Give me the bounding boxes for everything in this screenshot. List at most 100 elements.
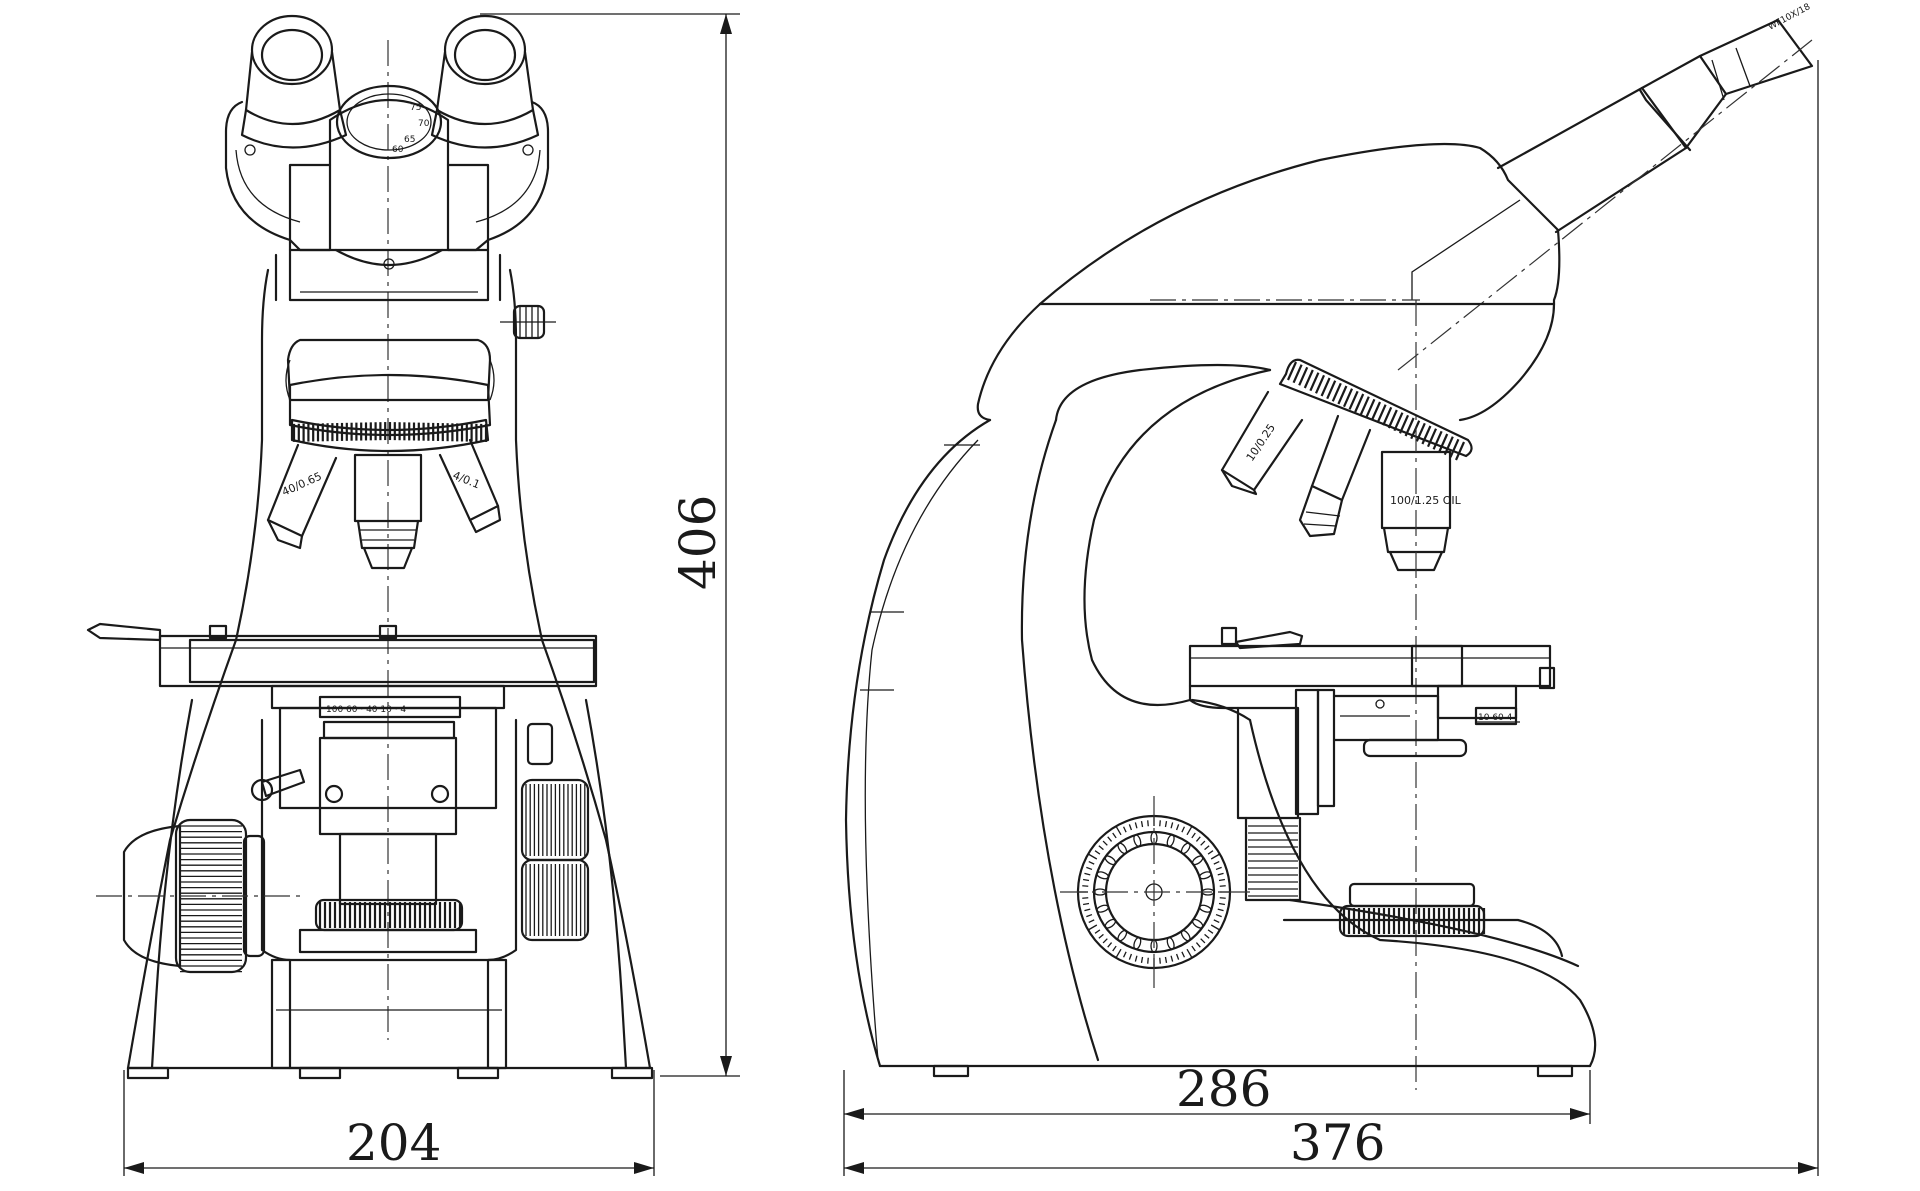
knurl-mark [1207, 850, 1214, 855]
knurl-mark [1410, 420, 1421, 440]
knurl-mark [1298, 366, 1309, 386]
dial-slot [1198, 871, 1212, 880]
knurl-mark [1115, 948, 1122, 959]
height-label: 406 [669, 495, 727, 590]
knurl-mark [1098, 933, 1104, 939]
knurl-mark [1094, 850, 1101, 855]
knurl-mark [1170, 822, 1174, 829]
knurl-mark [1449, 438, 1460, 458]
knurl-mark [1140, 956, 1144, 964]
knurl-mark [1082, 878, 1090, 882]
knurl-mark [1140, 820, 1144, 828]
stage-scale: 100 60 · 40 10 · 4 [326, 705, 406, 715]
knurl-mark [1086, 866, 1093, 871]
front-coarse-focus-knob [96, 818, 300, 974]
side-nosepiece [1150, 299, 1473, 461]
knurl-mark [1134, 955, 1138, 962]
knurl-mark [1186, 825, 1193, 836]
side-objective-left: 10/0.25 [1220, 390, 1304, 496]
dial-slot [1166, 834, 1175, 848]
knurl-mark [1094, 929, 1101, 934]
knurl-mark [1147, 957, 1149, 964]
knurl-mark [1115, 825, 1122, 836]
knurl-mark [1337, 385, 1348, 405]
knurl-mark [1204, 845, 1210, 851]
knurl-mark [1087, 853, 1098, 860]
side-stage [1188, 626, 1556, 720]
knurl-mark [1082, 885, 1089, 887]
side-substage: 10 60 4 [1236, 688, 1520, 938]
dial-slot [1117, 842, 1128, 855]
knurl-mark [1191, 832, 1196, 839]
knurl-mark [1191, 945, 1196, 952]
side-focus-knob [1060, 796, 1250, 988]
knurl-mark [1370, 401, 1382, 421]
front-width-label: 204 [346, 1114, 441, 1172]
head-scale-mark: 75 [410, 103, 421, 113]
objective-label: 10/0.25 [1244, 421, 1278, 463]
knurl-mark [1348, 390, 1359, 410]
knurl-mark [1210, 924, 1221, 931]
knurl-mark [1175, 824, 1180, 831]
dial-slot [1104, 855, 1117, 866]
head-scale-mark: 60 [392, 145, 404, 155]
knurl-mark [1382, 406, 1393, 426]
knurl-mark [1398, 414, 1410, 434]
side-arm [844, 302, 1272, 1068]
knurl-mark [1170, 955, 1174, 962]
knurl-mark [1387, 409, 1398, 429]
head-scale-mark: 65 [404, 135, 415, 145]
knurl-mark [1213, 860, 1220, 865]
knurl-mark [1314, 374, 1326, 394]
knurl-mark [1122, 951, 1127, 958]
knurl-mark [1342, 388, 1354, 408]
front-objective-left: 40/0.65 [266, 443, 338, 550]
knurl-mark [1421, 425, 1432, 445]
knurl-mark [1365, 398, 1376, 418]
knurl-mark [1186, 948, 1193, 959]
dial-slot [1191, 855, 1204, 866]
knurl-mark [1454, 441, 1466, 461]
binocular-head: 75 70 65 60 [224, 84, 550, 270]
side-head [1038, 142, 1561, 422]
knurl-mark [1088, 860, 1095, 865]
knurl-mark [1217, 908, 1224, 912]
knurl-mark [1303, 369, 1314, 389]
knurl-mark [1331, 382, 1342, 402]
dial-slot [1180, 842, 1191, 855]
knurl-mark [1175, 953, 1180, 960]
side-overall-label: 376 [1290, 1114, 1385, 1172]
knurl-mark [1200, 840, 1206, 846]
knurl-mark [1159, 957, 1161, 964]
knurl-mark [1112, 945, 1117, 952]
dial-slot [1096, 904, 1110, 913]
dial-slot [1096, 871, 1110, 880]
side-objective-center [1298, 414, 1372, 538]
lock-knob-icon [500, 304, 556, 340]
dial-slot [1133, 936, 1142, 950]
knurl-mark [1107, 836, 1113, 842]
knurl-mark [1210, 853, 1221, 860]
side-base-label: 286 [1176, 1060, 1271, 1118]
knurl-mark [1217, 872, 1224, 876]
knurl-mark [1438, 433, 1449, 453]
dimension-front-width: 204 [123, 1070, 655, 1176]
dimension-side-base: 286 [843, 1060, 1591, 1176]
knurl-mark [1218, 878, 1226, 882]
dimension-height: 406 [480, 13, 740, 1077]
knurl-mark [1195, 836, 1201, 842]
front-substage [250, 706, 498, 954]
knurl-mark [1218, 902, 1226, 906]
dial-slot [1133, 834, 1142, 848]
knurl-mark [1159, 820, 1161, 827]
condenser-scale: 10 60 4 [1478, 713, 1513, 723]
knurl-mark [1415, 422, 1426, 442]
front-objective-center [353, 453, 423, 570]
knurl-mark [1084, 908, 1091, 912]
front-fine-focus-knob [520, 722, 590, 942]
eyepiece-label: WF10X/18 [1767, 2, 1813, 33]
dial-slot [1180, 929, 1191, 942]
knurl-mark [1082, 902, 1090, 906]
knurl-mark [1088, 919, 1095, 924]
